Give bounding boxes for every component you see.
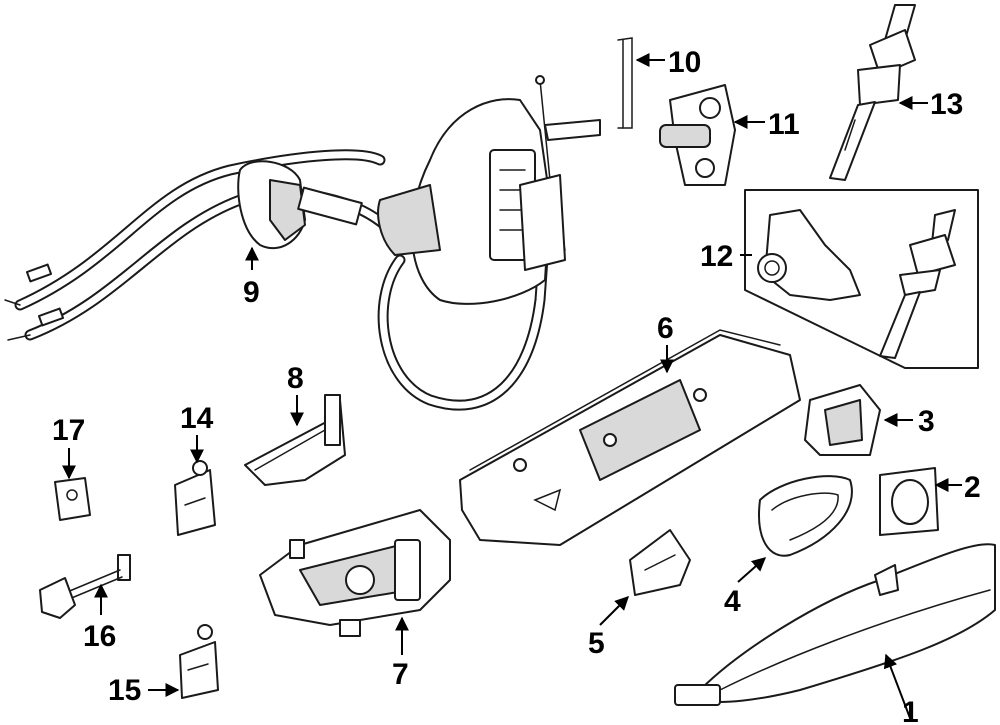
callout-13: 13 (930, 88, 963, 121)
callout-6: 6 (657, 312, 674, 345)
part-6-handle-reinforcement (459, 329, 801, 546)
part-1-outside-handle (674, 543, 996, 706)
callout-8: 8 (287, 362, 304, 395)
callout-2: 2 (964, 471, 981, 504)
part-10-rod (617, 37, 633, 129)
part-5-gasket (629, 529, 691, 596)
part-2-bezel (879, 467, 939, 536)
part-16-door-check (39, 554, 131, 619)
callout-1: 1 (902, 696, 919, 725)
part-15-clip (179, 624, 219, 699)
part-4-gasket (758, 475, 853, 557)
part-14-clip (174, 460, 216, 536)
callout-5: 5 (588, 627, 605, 660)
callout-4: 4 (724, 585, 741, 618)
latch-assembly (377, 75, 601, 411)
callout-16: 16 (83, 620, 116, 653)
callout-12: 12 (700, 240, 733, 273)
callout-14: 14 (180, 402, 214, 435)
callout-10: 10 (668, 46, 701, 79)
callout-17: 17 (52, 414, 85, 447)
part-3-cap (804, 384, 881, 456)
part-11-striker (659, 84, 736, 186)
part-7-handle-carrier (259, 509, 451, 637)
callout-15: 15 (108, 674, 141, 707)
callout-9: 9 (243, 276, 260, 309)
part-8-housing (244, 394, 346, 486)
leader-lines (62, 53, 962, 719)
part-9-cable-assembly (4, 149, 396, 341)
callout-11: 11 (768, 108, 800, 141)
part-17-bumper (54, 477, 91, 521)
part-12-lock-cylinder-kit (744, 189, 979, 369)
callout-labels: 1 2 3 4 5 6 7 8 9 10 11 12 13 14 15 16 1… (52, 46, 981, 725)
part-13-key (829, 4, 916, 181)
callout-7: 7 (392, 658, 409, 691)
callout-3: 3 (918, 405, 935, 438)
